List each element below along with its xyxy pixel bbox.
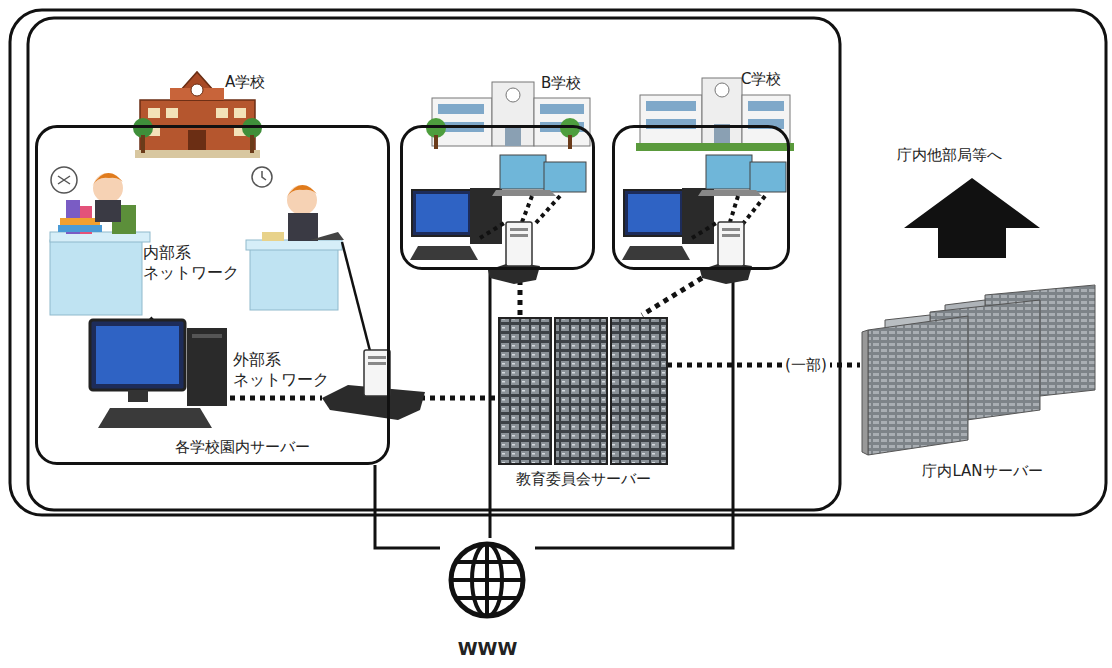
connector xyxy=(490,270,491,538)
destination-label: 庁内他部局等へ xyxy=(897,146,1002,165)
globe-icon xyxy=(440,538,535,633)
server-node: 教育委員会サーバー xyxy=(497,315,669,495)
school-c-building xyxy=(636,78,794,151)
school-pc xyxy=(90,320,227,428)
up-arrow xyxy=(904,178,1040,258)
outer-region xyxy=(10,10,1106,515)
school-box: A学校 xyxy=(35,125,390,465)
lan-servers xyxy=(862,285,1095,455)
connector-line xyxy=(535,270,733,548)
network-label: 内部系 ネットワーク xyxy=(143,243,255,283)
connector xyxy=(667,365,860,366)
school-server-a xyxy=(322,350,425,420)
connector-line xyxy=(489,270,492,538)
internet-node: WWW xyxy=(440,538,535,666)
school-name: A学校 xyxy=(225,73,265,92)
teacher-busy xyxy=(50,167,150,315)
school-name: B学校 xyxy=(541,74,581,93)
server-label: 各学校園内サーバー xyxy=(175,438,310,457)
server-caption: 庁内LANサーバー xyxy=(922,462,1042,481)
server-caption: 教育委員会サーバー xyxy=(516,470,651,489)
internal-link xyxy=(230,396,322,401)
school-box: B学校 xyxy=(400,125,595,270)
school-box: C学校 xyxy=(612,125,790,270)
school-name: C学校 xyxy=(741,70,781,89)
connector-line xyxy=(375,465,440,548)
school-equipment-c xyxy=(622,155,786,284)
school-b-building xyxy=(426,82,590,149)
network-label: 外部系 ネットワーク xyxy=(233,350,345,390)
server-racks xyxy=(499,318,667,464)
inner-region xyxy=(28,18,840,510)
edge-label: (一部) xyxy=(782,356,830,375)
connector xyxy=(375,465,440,548)
internet-label: WWW xyxy=(458,638,518,661)
server-node: 庁内LANサーバー xyxy=(860,282,1105,487)
teacher-laptop xyxy=(246,167,344,310)
connector xyxy=(642,278,702,315)
connector-line xyxy=(642,278,702,315)
connector xyxy=(535,270,733,548)
school-equipment-b xyxy=(410,155,586,284)
connector-line xyxy=(667,363,860,368)
